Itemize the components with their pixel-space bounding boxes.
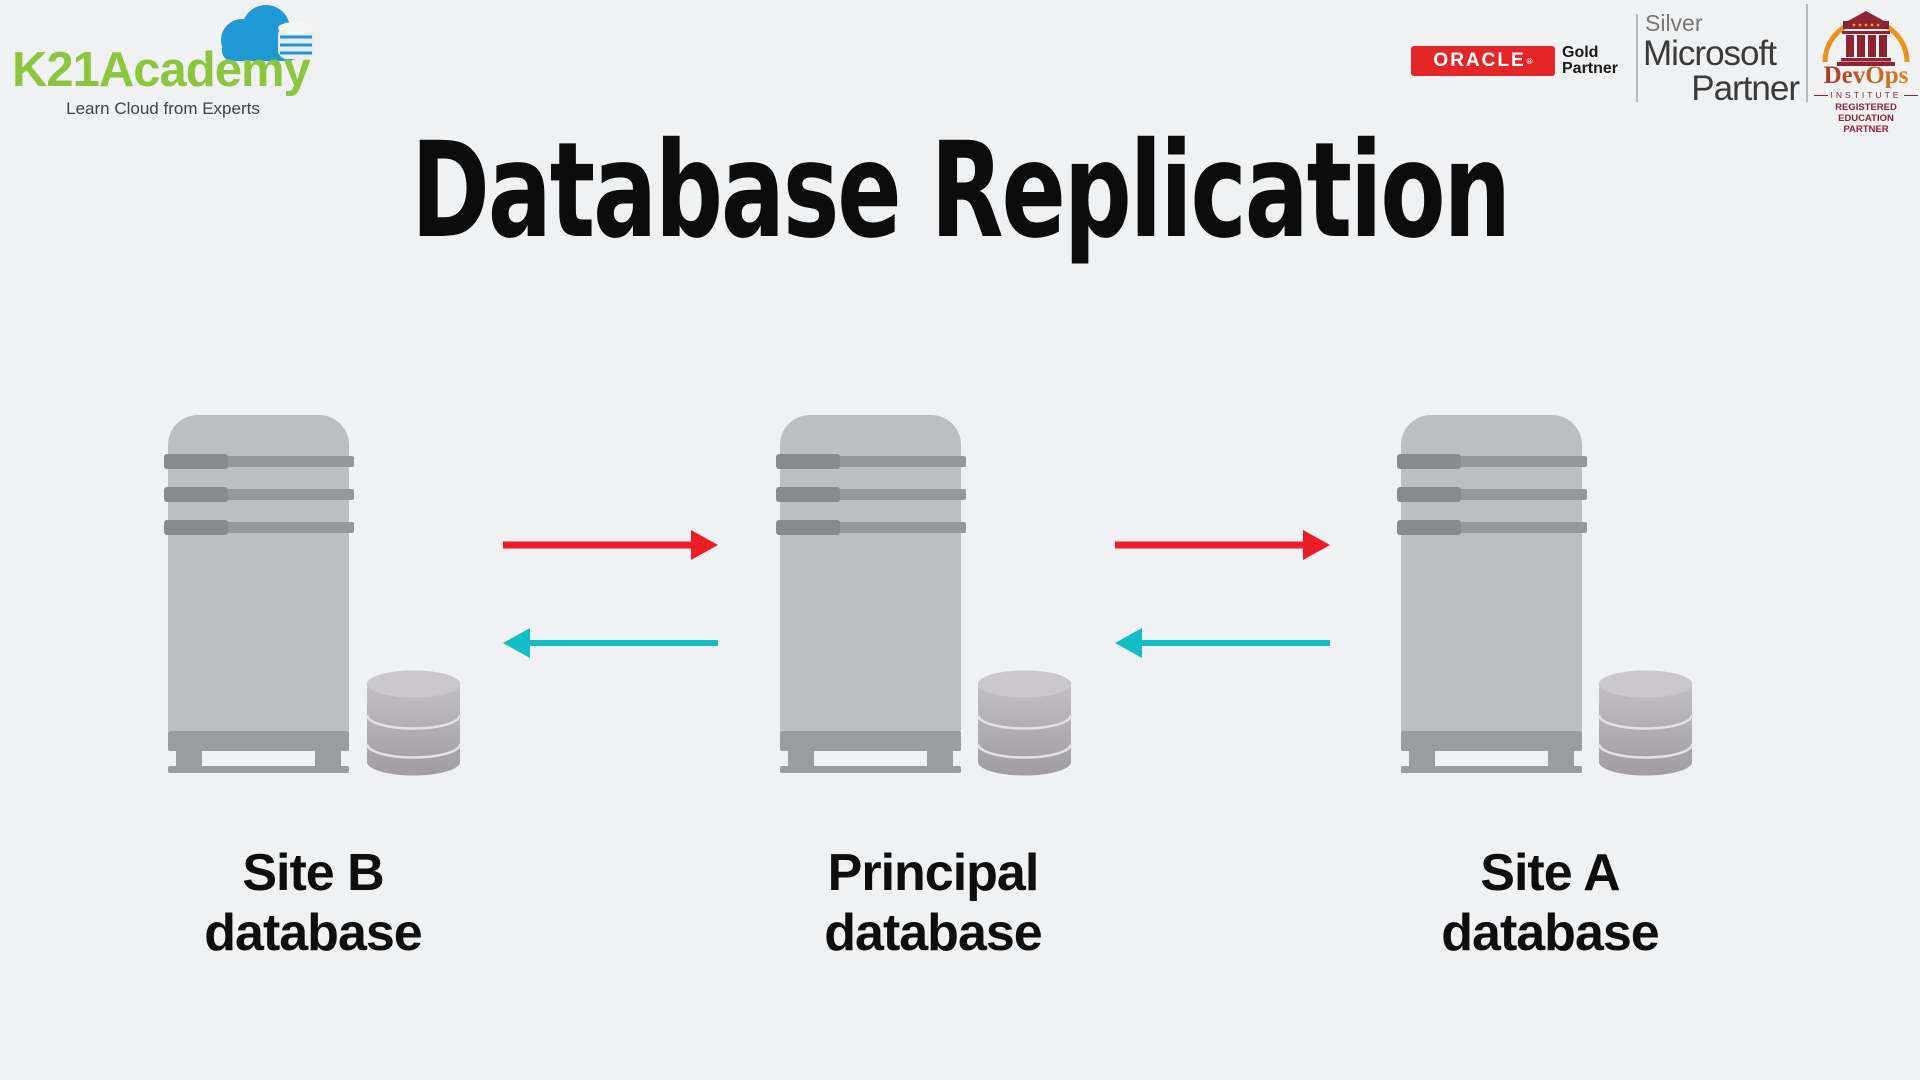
temple-icon	[1822, 11, 1910, 66]
cloud-database-icon	[221, 5, 314, 61]
server-tower-icon-principal	[776, 415, 966, 773]
devops-role-line2: PARTNER	[1843, 124, 1889, 135]
rule-left	[1814, 94, 1828, 96]
oracle-tier-line1: Gold	[1562, 44, 1599, 61]
partner-divider	[1636, 14, 1638, 102]
label-line1: Principal	[827, 844, 1040, 902]
microsoft-role: Partner	[1691, 69, 1800, 108]
mini-db-icon	[278, 22, 314, 59]
server-tower-icon-site-a	[1397, 415, 1587, 773]
page-title: Database Replication	[411, 114, 1511, 268]
replication-arrow-back-icon	[503, 628, 718, 658]
brand-tagline: Learn Cloud from Experts	[66, 99, 260, 118]
oracle-tier-line2: Partner	[1562, 60, 1619, 77]
devops-name: DevOps	[1814, 63, 1918, 88]
microsoft-tier: Silver	[1645, 10, 1703, 36]
database-cylinder-icon-principal	[977, 670, 1072, 776]
devops-org-row: INSTITUTE	[1814, 90, 1919, 100]
brand-name: K21Academy	[12, 43, 311, 97]
rule-right	[1904, 94, 1919, 96]
replication-arrow-forward-icon	[1115, 530, 1330, 560]
database-cylinder-icon-site-b	[366, 670, 461, 776]
database-cylinder-icon-site-a	[1598, 670, 1693, 776]
devops-org: INSTITUTE	[1830, 90, 1902, 100]
label-line2: database	[1441, 904, 1659, 962]
arrows-site-b-principal	[503, 530, 718, 658]
oracle-badge: ORACLE®	[1411, 46, 1555, 76]
label-line1: Site B	[242, 844, 384, 902]
partner-divider	[1806, 4, 1808, 102]
devops-institute-badge: DevOps INSTITUTE REGISTERED EDUCATION PA…	[1814, 2, 1919, 135]
replication-arrow-back-icon	[1115, 628, 1330, 658]
node-label-site-a: Site A database	[1350, 843, 1750, 963]
label-line1: Site A	[1480, 844, 1620, 902]
k21academy-logo: K21Academy Learn Cloud from Experts	[12, 2, 314, 120]
registered-mark: ®	[1526, 56, 1533, 66]
replication-arrow-forward-icon	[503, 530, 718, 560]
oracle-tier: Gold Partner	[1562, 45, 1618, 77]
server-tower-icon-site-b	[164, 415, 354, 773]
node-label-site-b: Site B database	[113, 843, 513, 963]
devops-role-line1: REGISTERED EDUCATION	[1835, 102, 1897, 124]
label-line2: database	[204, 904, 422, 962]
node-label-principal: Principal database	[733, 843, 1133, 963]
arrows-principal-site-a	[1115, 530, 1330, 658]
oracle-wordmark: ORACLE	[1433, 50, 1526, 71]
label-line2: database	[824, 904, 1042, 962]
microsoft-name: Microsoft	[1643, 34, 1777, 73]
microsoft-badge: Silver Microsoft Partner	[1643, 10, 1800, 108]
